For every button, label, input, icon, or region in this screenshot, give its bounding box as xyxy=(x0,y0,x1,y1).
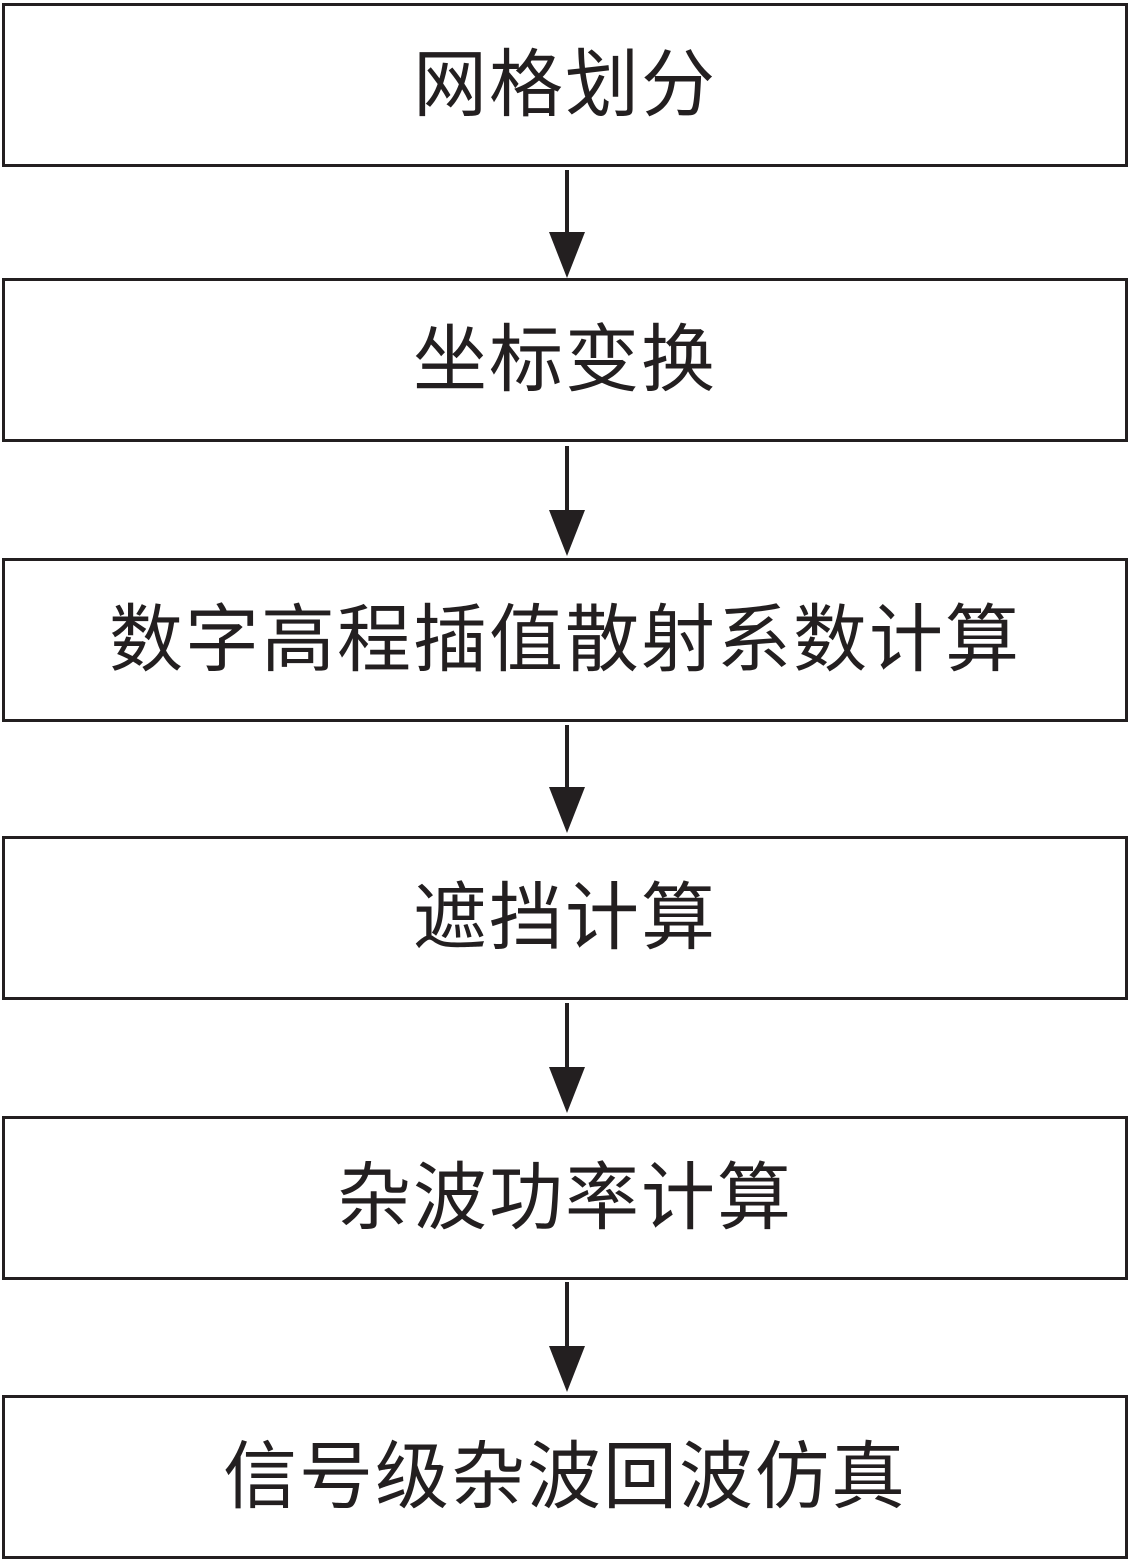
step-occlusion-calculation: 遮挡计算 xyxy=(2,836,1128,1000)
arrow-down-icon xyxy=(549,725,585,833)
step-label: 坐标变换 xyxy=(413,317,717,403)
step-label: 杂波功率计算 xyxy=(337,1155,793,1241)
step-clutter-power-calculation: 杂波功率计算 xyxy=(2,1116,1128,1280)
step-label: 遮挡计算 xyxy=(413,875,717,961)
arrow-down-icon xyxy=(549,170,585,278)
step-label: 数字高程插值散射系数计算 xyxy=(109,597,1021,683)
arrow-down-icon xyxy=(549,1282,585,1392)
step-label: 网格划分 xyxy=(413,42,717,128)
step-mesh-division: 网格划分 xyxy=(2,3,1128,167)
step-label: 信号级杂波回波仿真 xyxy=(223,1434,907,1520)
step-coordinate-transform: 坐标变换 xyxy=(2,278,1128,442)
step-signal-level-clutter-echo-simulation: 信号级杂波回波仿真 xyxy=(2,1395,1128,1559)
step-dem-interpolation-scattering: 数字高程插值散射系数计算 xyxy=(2,558,1128,722)
arrow-down-icon xyxy=(549,446,585,556)
arrow-down-icon xyxy=(549,1003,585,1113)
